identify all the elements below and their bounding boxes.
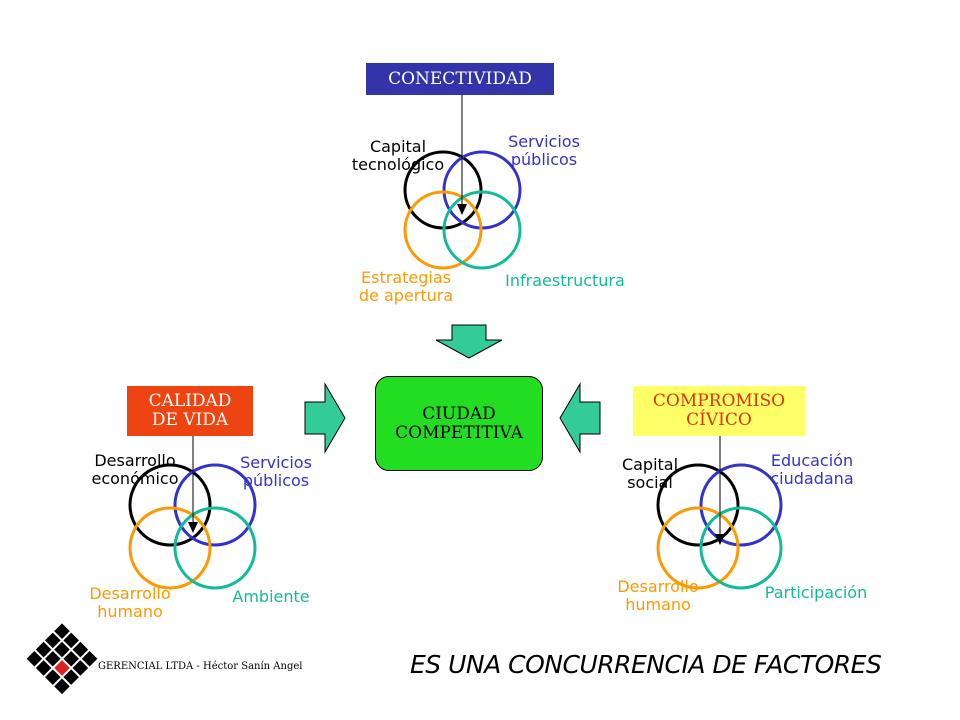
label-estrategias-apertura: Estrategias de apertura	[358, 268, 454, 305]
label-ambiente: Ambiente	[232, 587, 310, 606]
conectividad-title: CONECTIVIDAD	[388, 68, 532, 89]
calidad-arrowhead	[188, 522, 198, 533]
compromiso-venn	[656, 436, 783, 590]
gerencial-logo	[26, 623, 98, 695]
conectividad-arrowhead	[457, 204, 467, 215]
label-desarrollo-humano-left: Desarrollo humano	[89, 584, 171, 621]
left-block-arrow	[559, 382, 601, 454]
ciudad-line1: CIUDAD	[422, 403, 496, 424]
circle-participacion	[699, 506, 783, 590]
down-block-arrow	[435, 324, 503, 359]
label-servicios-publicos-left: Servicios públicos	[240, 453, 312, 490]
calidad-venn	[128, 436, 257, 590]
conectividad-box: CONECTIVIDAD	[366, 63, 554, 95]
circle-desarrollo-humano-left	[128, 506, 212, 590]
circle-desarrollo-economico	[128, 463, 212, 547]
calidad-title-line2: DE VIDA	[151, 410, 229, 430]
circle-infraestructura	[442, 190, 522, 270]
label-capital-tecnologico: Capital tecnológico	[351, 137, 445, 174]
label-educacion-ciudadana: Educación ciudadana	[770, 451, 854, 488]
footer-credit: GERENCIAL LTDA - Héctor Sanín Angel	[98, 661, 303, 672]
right-block-arrow	[304, 382, 346, 454]
calidad-title-line1: CALIDAD	[148, 391, 232, 411]
ciudad-competitiva-box: CIUDAD COMPETITIVA	[375, 376, 543, 471]
circle-ambiente	[173, 506, 257, 590]
footer-slogan: ES UNA CONCURRENCIA DE FACTORES	[410, 650, 882, 679]
label-infraestructura: Infraestructura	[505, 271, 625, 290]
label-desarrollo-humano-right: Desarrollo humano	[617, 577, 699, 614]
ciudad-line2: COMPETITIVA	[395, 422, 523, 443]
label-capital-social: Capital social	[621, 455, 679, 492]
conectividad-venn	[403, 94, 522, 270]
circle-educacion-ciudadana	[699, 463, 783, 547]
circle-estrategias	[403, 190, 483, 270]
compromiso-arrowhead	[715, 534, 725, 545]
compromiso-title-line2: CÍVICO	[686, 410, 752, 430]
compromiso-box: COMPROMISO CÍVICO	[633, 386, 805, 436]
label-participacion: Participación	[764, 583, 868, 602]
circle-capital-social	[656, 463, 740, 547]
circle-servicios-publicos-left	[173, 463, 257, 547]
calidad-box: CALIDAD DE VIDA	[127, 386, 253, 436]
label-servicios-publicos-top: Servicios públicos	[508, 132, 580, 169]
circle-desarrollo-humano-right	[656, 506, 740, 590]
label-desarrollo-economico: Desarrollo económico	[91, 451, 179, 488]
compromiso-title-line1: COMPROMISO	[652, 391, 786, 411]
